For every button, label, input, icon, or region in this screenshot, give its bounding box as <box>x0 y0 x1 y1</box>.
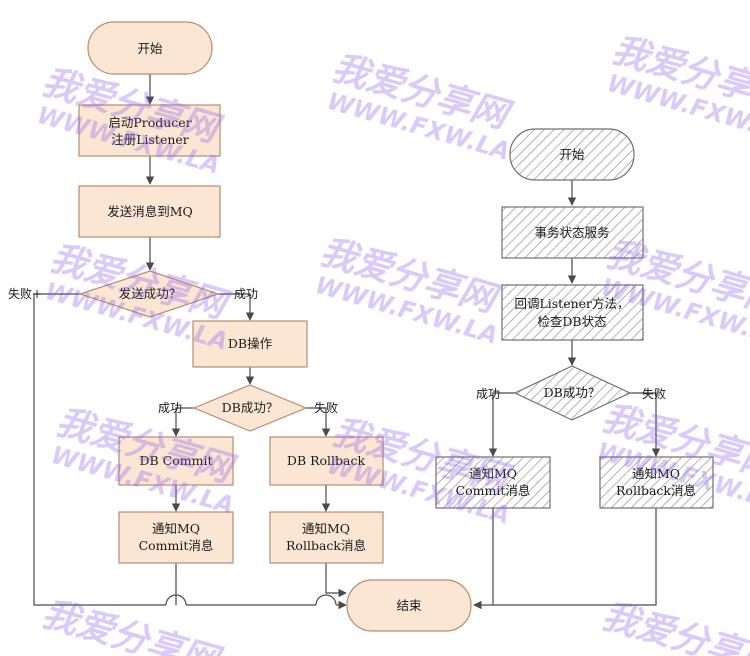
connectors <box>33 74 661 610</box>
watermark-brand: 我爱分享网 <box>38 593 227 656</box>
edge-r-decision-rollback <box>630 392 661 457</box>
right-decision-db: DB成功？ <box>513 365 632 421</box>
watermark-5: 我爱分享网 WWW.FXW.LA <box>312 231 505 349</box>
edge-r-decision-commit <box>488 392 515 457</box>
notify-commit-line2: Commit消息 <box>139 538 214 553</box>
notify-commit-line1: 通知MQ <box>152 521 200 536</box>
decision2-success-label: 成功 <box>158 401 182 415</box>
edge-fail-hop2 <box>315 594 337 606</box>
decision2-label: DB成功？ <box>222 400 279 415</box>
left-start-label: 开始 <box>137 41 163 56</box>
left-step-db-commit: DB Commit <box>118 436 234 486</box>
edge-r-rollback-end <box>493 508 657 606</box>
decision1-fail-label: 失败+ <box>8 286 42 301</box>
right-decision-fail-label: 失败 <box>642 386 666 401</box>
watermark-4: 我爱分享网 WWW.FXW.LA <box>42 237 235 355</box>
step2-label: 发送消息到MQ <box>107 204 193 219</box>
notify-rollback-line2: Rollback消息 <box>286 538 366 553</box>
right-step-notify-commit: 通知MQ Commit消息 <box>435 456 551 509</box>
watermark-10: 我爱分享网 <box>38 593 227 656</box>
watermark-brand: 我爱分享网 <box>598 595 750 656</box>
end-node: 结束 <box>346 579 472 632</box>
watermark-1: 我爱分享网 WWW.FXW.LA <box>34 61 227 179</box>
watermark-2: 我爱分享网 WWW.FXW.LA <box>324 47 517 165</box>
callback-line2: 检查DB状态 <box>537 314 606 329</box>
left-step-db-operation: DB操作 <box>192 320 308 368</box>
edge-decision2-commit <box>171 407 194 437</box>
end-label: 结束 <box>396 598 422 613</box>
dbop-label: DB操作 <box>228 336 273 351</box>
right-step-tx-service: 事务状态服务 <box>501 206 644 259</box>
rollback-label: DB Rollback <box>287 453 366 468</box>
step1-line1: 启动Producer <box>108 115 191 130</box>
service-label: 事务状态服务 <box>534 225 609 240</box>
right-notify-rollback-line2: Rollback消息 <box>616 483 696 498</box>
decision1-label: 发送成功？ <box>119 286 182 301</box>
left-step-notify-rollback: 通知MQ Rollback消息 <box>269 511 384 564</box>
right-notify-commit-line2: Commit消息 <box>456 483 531 498</box>
left-decision-db: DB成功？ <box>192 384 308 432</box>
right-start-label: 开始 <box>559 147 585 162</box>
notify-rollback-line1: 通知MQ <box>302 521 350 536</box>
right-decision-success-label: 成功 <box>476 387 500 401</box>
right-notify-commit-line1: 通知MQ <box>469 466 517 481</box>
right-notify-rollback-line1: 通知MQ <box>632 466 680 481</box>
edge-notify-rollback-end <box>325 563 347 598</box>
left-start-node: 开始 <box>87 21 213 75</box>
right-step-notify-rollback: 通知MQ Rollback消息 <box>599 456 714 509</box>
edge-decision2-rollback <box>306 407 331 437</box>
right-start-node: 开始 <box>509 128 635 181</box>
left-step-send-message: 发送消息到MQ <box>78 185 221 238</box>
commit-label: DB Commit <box>140 453 213 468</box>
decision1-success-label: 成功 <box>234 287 258 301</box>
left-step-db-rollback: DB Rollback <box>269 436 384 486</box>
step1-line2: 注册Listener <box>111 132 189 147</box>
edge-decision1-fail <box>33 293 166 606</box>
watermark-7: 我爱分享网 WWW.FXW.LA <box>48 401 241 519</box>
watermark-3: 我爱分享网 WWW.FXW.LA <box>604 29 750 147</box>
edge-decision1-dbop <box>218 293 255 321</box>
right-step-callback: 回调Listener方法， 检查DB状态 <box>501 284 644 341</box>
right-decision-label: DB成功？ <box>544 385 601 400</box>
left-step-start-producer: 启动Producer 注册Listener <box>78 104 221 157</box>
callback-line1: 回调Listener方法， <box>514 296 629 311</box>
watermark-11: 我爱分享网 <box>598 595 750 656</box>
left-decision-send: 发送成功？ <box>78 270 220 318</box>
left-step-notify-commit: 通知MQ Commit消息 <box>118 511 234 564</box>
decision2-fail-label: 失败 <box>314 400 338 415</box>
